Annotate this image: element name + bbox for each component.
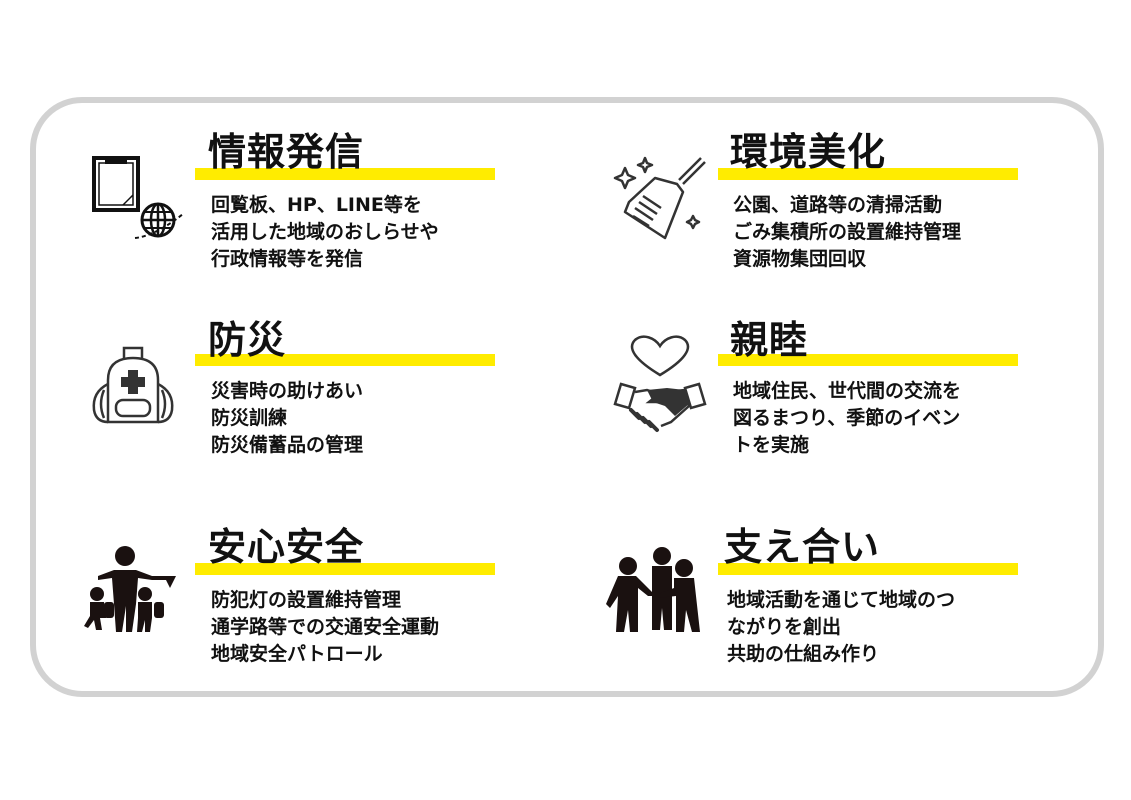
section-title: 支え合い — [724, 525, 881, 569]
description-line: 共助の仕組み作り — [727, 643, 880, 665]
description-line: 防犯灯の設置維持管理 — [211, 589, 402, 611]
section-description: 災害時の助けあい 防災訓練 防災備蓄品の管理 — [211, 378, 363, 459]
description-line: 資源物集団回収 — [733, 248, 867, 270]
description-line: 防災訓練 — [211, 407, 288, 429]
description-line: ながりを創出 — [727, 616, 842, 638]
description-line: 災害時の助けあい — [211, 380, 364, 402]
section-title: 防災 — [208, 318, 287, 362]
section-description: 地域活動を通じて地域のつ ながりを創出 共助の仕組み作り — [727, 587, 955, 668]
description-line: トを実施 — [733, 434, 810, 456]
description-line: ごみ集積所の設置維持管理 — [733, 221, 962, 243]
broom-sparkle-icon — [605, 150, 715, 250]
yellow-underline — [195, 563, 495, 575]
yellow-underline — [718, 563, 1018, 575]
section-description: 地域住民、世代間の交流を 図るまつり、季節のイベン トを実施 — [733, 378, 961, 459]
description-line: 地域活動を通じて地域のつ — [727, 589, 956, 611]
section-title: 情報発信 — [208, 130, 365, 174]
crossing-guard-children-icon — [80, 540, 190, 640]
description-line: 公園、道路等の清掃活動 — [733, 194, 943, 216]
section-title: 環境美化 — [730, 130, 887, 174]
section-title: 親睦 — [730, 318, 809, 362]
yellow-underline — [718, 354, 1018, 366]
description-line: 通学路等での交通安全運動 — [211, 616, 440, 638]
section-description: 公園、道路等の清掃活動 ごみ集積所の設置維持管理 資源物集団回収 — [733, 192, 961, 273]
emergency-backpack-icon — [80, 340, 190, 440]
description-line: 図るまつり、季節のイベン — [733, 407, 961, 429]
description-line: 回覧板、HP、LINE等を — [211, 194, 422, 216]
description-line: 行政情報等を発信 — [211, 248, 364, 270]
description-line: 地域住民、世代間の交流を — [733, 380, 962, 402]
description-line: 地域安全パトロール — [211, 643, 383, 665]
description-line: 防災備蓄品の管理 — [211, 434, 364, 456]
section-description: 防犯灯の設置維持管理 通学路等での交通安全運動 地域安全パトロール — [211, 587, 439, 668]
rounded-frame — [30, 97, 1104, 697]
yellow-underline — [718, 168, 1018, 180]
description-line: 活用した地域のおしらせや — [211, 221, 439, 243]
heart-handshake-icon — [605, 330, 715, 440]
clipboard-globe-icon — [85, 150, 195, 250]
section-description: 回覧板、HP、LINE等を 活用した地域のおしらせや 行政情報等を発信 — [211, 192, 439, 273]
people-joining-hands-icon — [600, 540, 710, 640]
yellow-underline — [195, 168, 495, 180]
yellow-underline — [195, 354, 495, 366]
section-title: 安心安全 — [208, 525, 365, 569]
